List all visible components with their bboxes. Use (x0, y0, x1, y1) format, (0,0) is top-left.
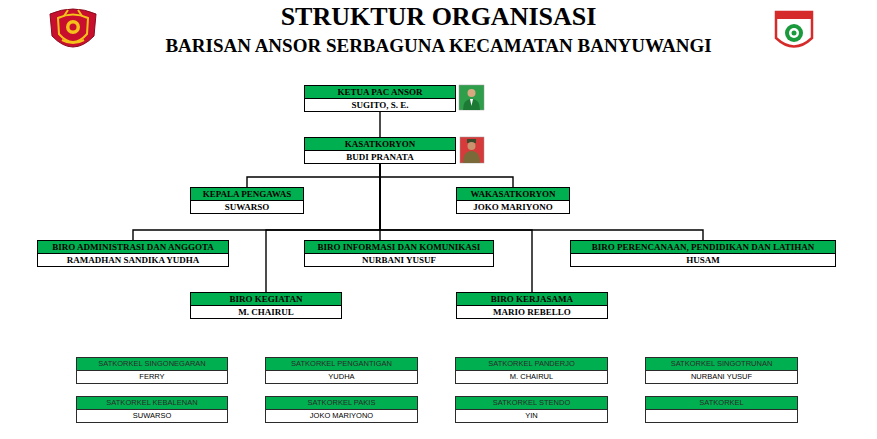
org-connector (379, 112, 380, 137)
person-name: M. CHAIRUL (510, 371, 553, 383)
name-band: SUGITO, S. E. (305, 99, 455, 111)
person-name: BUDI PRANATA (346, 151, 413, 163)
person-name: FERRY (139, 371, 164, 383)
title-band: KEPALA PENGAWAS (191, 188, 303, 201)
position-title: KETUA PAC ANSOR (338, 86, 423, 98)
title-band: WAKASATKORYON (457, 188, 569, 201)
person-name: YIN (525, 410, 538, 422)
position-box: KEPALA PENGAWASSUWARSO (190, 187, 304, 214)
unit-box: SATKORKEL SINGOTRUNANNURBANI YUSUF (645, 357, 798, 384)
person-name: JOKO MARIYONO (473, 201, 553, 213)
position-title: BIRO ADMINISTRASI DAN ANGGOTA (52, 241, 214, 253)
position-title: BIRO KEGIATAN (230, 293, 303, 305)
title-band: BIRO ADMINISTRASI DAN ANGGOTA (38, 241, 228, 254)
org-connector (266, 164, 380, 292)
title-band: SATKORKEL SINGONEGARAN (77, 358, 227, 371)
position-title: SATKORKEL (699, 397, 743, 409)
name-band (646, 410, 797, 422)
org-connector (380, 164, 703, 240)
chart-title: STRUKTUR ORGANISASI (0, 2, 877, 32)
position-box: BIRO PERENCANAAN, PENDIDIKAN DAN LATIHAN… (570, 240, 836, 267)
org-connector (133, 164, 380, 240)
name-band: NURBANI YUSUF (646, 371, 797, 383)
title-band: SATKORKEL PANDERJO (456, 358, 607, 371)
position-title: SATKORKEL SINGOTRUNAN (671, 358, 773, 370)
title-band: KETUA PAC ANSOR (305, 86, 455, 99)
org-connector (380, 164, 513, 187)
name-band: BUDI PRANATA (305, 151, 455, 163)
portrait-photo (460, 137, 484, 163)
position-title: SATKORKEL KEBALENAN (106, 397, 197, 409)
position-box: BIRO KERJASAMAMARIO REBELLO (456, 292, 608, 319)
position-title: WAKASATKORYON (470, 188, 555, 200)
name-band: M. CHAIRUL (456, 371, 607, 383)
position-title: SATKORKEL SINGONEGARAN (98, 358, 206, 370)
title-band: BIRO INFORMASI DAN KOMUNIKASI (305, 241, 493, 254)
name-band: NURBANI YUSUF (305, 254, 493, 266)
position-box: BIRO KEGIATANM. CHAIRUL (190, 292, 342, 319)
name-band: YUDHA (266, 371, 417, 383)
position-title: SATKORKEL PENGANTIGAN (291, 358, 392, 370)
unit-box: SATKORKEL PAKISJOKO MARIYONO (265, 396, 418, 423)
name-band: MARIO REBELLO (457, 306, 607, 318)
banser-logo (776, 12, 812, 47)
name-band: SUWARSO (77, 410, 227, 422)
person-name: SUWARSO (133, 410, 171, 422)
person-name: NURBANI YUSUF (362, 254, 436, 266)
ansor-logo (50, 9, 96, 47)
position-box: BIRO ADMINISTRASI DAN ANGGOTARAMADHAN SA… (37, 240, 229, 267)
title-band: KASATKORYON (305, 138, 455, 151)
person-name: YUDHA (328, 371, 354, 383)
position-title: KEPALA PENGAWAS (203, 188, 292, 200)
chart-subtitle: BARISAN ANSOR SERBAGUNA KECAMATAN BANYUW… (0, 34, 877, 58)
title-band: SATKORKEL SINGOTRUNAN (646, 358, 797, 371)
title-band: BIRO KEGIATAN (191, 293, 341, 306)
name-band: HUSAM (571, 254, 835, 266)
title-band: SATKORKEL PAKIS (266, 397, 417, 410)
position-title: KASATKORYON (345, 138, 416, 150)
position-box: WAKASATKORYONJOKO MARIYONO (456, 187, 570, 214)
unit-box: SATKORKEL PENGANTIGANYUDHA (265, 357, 418, 384)
name-band: FERRY (77, 371, 227, 383)
person-name: JOKO MARIYONO (310, 410, 373, 422)
person-name: M. CHAIRUL (238, 306, 294, 318)
position-box: KETUA PAC ANSORSUGITO, S. E. (304, 85, 456, 112)
unit-box: SATKORKEL SINGONEGARANFERRY (76, 357, 228, 384)
portrait-photo (459, 85, 484, 110)
person-name: SUWARSO (225, 201, 270, 213)
title-band: SATKORKEL KEBALENAN (77, 397, 227, 410)
unit-box: SATKORKEL KEBALENANSUWARSO (76, 396, 228, 423)
name-band: SUWARSO (191, 201, 303, 213)
title-band: SATKORKEL STENDO (456, 397, 607, 410)
org-connector (247, 164, 380, 187)
title-band: BIRO KERJASAMA (457, 293, 607, 306)
position-title: SATKORKEL PAKIS (308, 397, 376, 409)
title-band: SATKORKEL PENGANTIGAN (266, 358, 417, 371)
name-band: YIN (456, 410, 607, 422)
name-band: M. CHAIRUL (191, 306, 341, 318)
name-band: RAMADHAN SANDIKA YUDHA (38, 254, 228, 266)
person-name: HUSAM (686, 254, 720, 266)
position-title: BIRO KERJASAMA (491, 293, 573, 305)
position-box: KASATKORYONBUDI PRANATA (304, 137, 456, 164)
unit-box: SATKORKEL STENDOYIN (455, 396, 608, 423)
unit-box: SATKORKEL PANDERJOM. CHAIRUL (455, 357, 608, 384)
person-name: NURBANI YUSUF (691, 371, 752, 383)
person-name: SUGITO, S. E. (351, 99, 408, 111)
title-band: SATKORKEL (646, 397, 797, 410)
position-title: BIRO PERENCANAAN, PENDIDIKAN DAN LATIHAN (592, 241, 815, 253)
person-name: MARIO REBELLO (493, 306, 571, 318)
unit-box: SATKORKEL (645, 396, 798, 423)
position-title: SATKORKEL STENDO (493, 397, 571, 409)
position-title: BIRO INFORMASI DAN KOMUNIKASI (318, 241, 481, 253)
name-band: JOKO MARIYONO (266, 410, 417, 422)
org-connector (380, 164, 532, 292)
person-name: RAMADHAN SANDIKA YUDHA (67, 254, 200, 266)
name-band: JOKO MARIYONO (457, 201, 569, 213)
position-title: SATKORKEL PANDERJO (488, 358, 575, 370)
title-band: BIRO PERENCANAAN, PENDIDIKAN DAN LATIHAN (571, 241, 835, 254)
position-box: BIRO INFORMASI DAN KOMUNIKASINURBANI YUS… (304, 240, 494, 267)
